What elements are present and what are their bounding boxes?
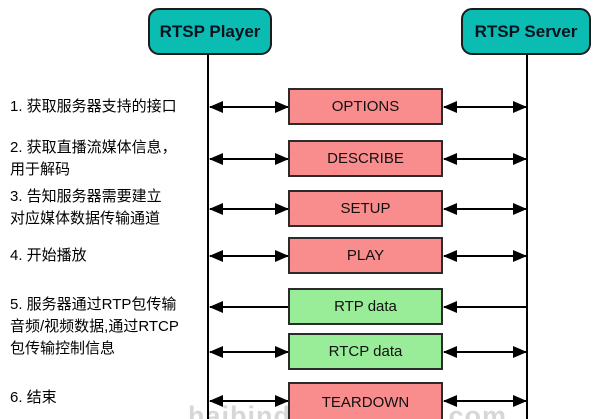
arrow-player-teardown: [209, 394, 289, 408]
actor-rtsp-server: RTSP Server: [461, 8, 591, 55]
note-step-1: 1. 获取服务器支持的接口: [10, 96, 177, 118]
server-lifeline: [526, 55, 528, 419]
note-line: 1. 获取服务器支持的接口: [10, 98, 177, 115]
arrow-player-rtp-data: [209, 300, 289, 314]
note-line: 对应媒体数据传输通道: [10, 210, 161, 227]
arrow-server-rtp-data: [443, 300, 527, 314]
note-line: 音频/视频数据,通过RTCP: [10, 318, 179, 335]
arrow-player-rtcp-data: [209, 345, 289, 359]
note-step-4: 4. 开始播放: [10, 245, 87, 267]
note-line: 6. 结束: [10, 389, 57, 406]
arrow-server-rtcp-data: [443, 345, 527, 359]
message-box-options: OPTIONS: [288, 88, 443, 125]
message-box-rtp-data: RTP data: [288, 288, 443, 325]
arrow-server-play: [443, 249, 527, 263]
note-step-3: 3. 告知服务器需要建立 对应媒体数据传输通道: [10, 186, 162, 230]
note-step-2: 2. 获取直播流媒体信息， 用于解码: [10, 137, 177, 181]
message-box-play: PLAY: [288, 237, 443, 274]
arrow-player-play: [209, 249, 289, 263]
player-lifeline: [207, 55, 209, 419]
arrow-server-setup: [443, 202, 527, 216]
arrow-player-options: [209, 100, 289, 114]
note-line: 3. 告知服务器需要建立: [10, 188, 162, 205]
message-box-setup: SETUP: [288, 190, 443, 227]
message-box-describe: DESCRIBE: [288, 140, 443, 177]
arrow-server-teardown: [443, 394, 527, 408]
arrow-server-options: [443, 100, 527, 114]
note-line: 2. 获取直播流媒体信息，: [10, 139, 177, 156]
note-line: 4. 开始播放: [10, 247, 87, 264]
actor-rtsp-player: RTSP Player: [148, 8, 272, 55]
arrow-player-setup: [209, 202, 289, 216]
note-line: 包传输控制信息: [10, 340, 116, 357]
arrow-player-describe: [209, 152, 289, 166]
note-step-5: 5. 服务器通过RTP包传输 音频/视频数据,通过RTCP 包传输控制信息: [10, 294, 179, 360]
note-line: 用于解码: [10, 161, 71, 178]
message-box-teardown: TEARDOWN: [288, 382, 443, 419]
message-box-rtcp-data: RTCP data: [288, 333, 443, 370]
arrow-server-describe: [443, 152, 527, 166]
note-line: 5. 服务器通过RTP包传输: [10, 296, 177, 313]
note-step-6: 6. 结束: [10, 387, 57, 409]
